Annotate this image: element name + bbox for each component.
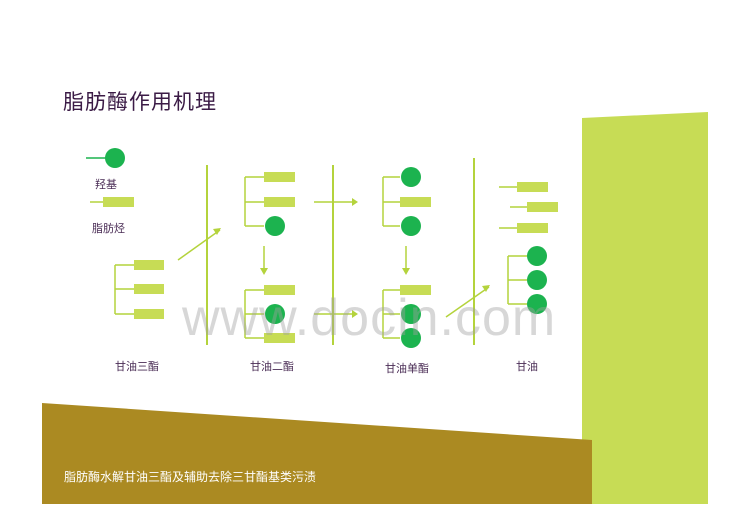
legend-fatty-acid-label: 脂肪烃 — [92, 222, 125, 235]
arrow-down-stage3 — [402, 246, 410, 275]
legend-hydroxyl-symbol — [86, 148, 125, 168]
stage-label-glycerol: 甘油 — [516, 360, 538, 373]
stage-label-monoglyceride: 甘油单酯 — [385, 362, 429, 375]
caption: 脂肪酶水解甘油三酯及辅助去除三甘酯基类污渍 — [64, 470, 317, 484]
stage-label-diglyceride: 甘油二酯 — [250, 360, 294, 373]
lime-panel — [582, 112, 708, 504]
legend-hydroxyl-label: 羟基 — [95, 178, 117, 191]
stage-label-triglyceride: 甘油三酯 — [115, 360, 159, 373]
arrow-hydrolysis-3 — [445, 285, 490, 318]
arrow-hydrolysis-2-top — [314, 198, 358, 206]
arrow-hydrolysis-1 — [177, 228, 221, 261]
arrow-down-stage2 — [260, 246, 268, 275]
stage-triglyceride-molecule — [114, 260, 164, 319]
page-title: 脂肪酶作用机理 — [63, 90, 217, 114]
stage-monoglyceride-molecule-bottom — [382, 285, 431, 348]
stage-glycerol-molecule — [507, 246, 547, 314]
legend-fatty-acid-symbol — [90, 197, 134, 207]
stage-diglyceride-molecule-top — [244, 172, 295, 236]
olive-band — [42, 403, 592, 504]
watermark: www.docin.com — [182, 289, 557, 347]
released-fatty-acids — [499, 182, 558, 233]
stage-diglyceride-molecule-bottom — [244, 285, 295, 343]
stage-monoglyceride-molecule-top — [382, 167, 431, 236]
